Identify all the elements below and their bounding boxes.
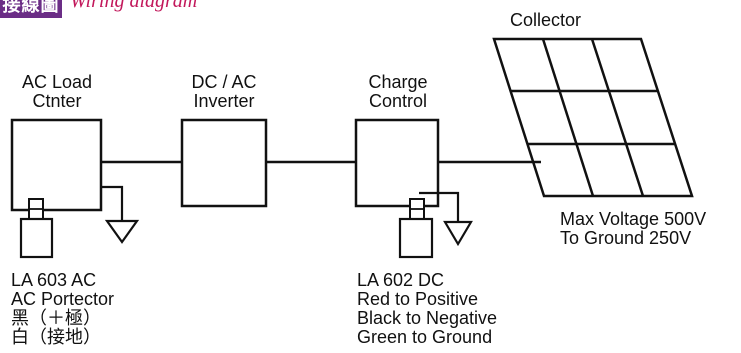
ac-load-label-line1: AC Load — [21, 72, 93, 92]
ground-symbol-dc — [419, 191, 473, 247]
ac-load-label: AC Load Ctnter — [12, 73, 102, 111]
la602-note-line3: Black to Negative — [357, 308, 498, 328]
ac-load-center-box — [10, 118, 103, 212]
la602-note-line1: LA 602 DC — [357, 270, 445, 290]
inverter-label: DC / AC Inverter — [178, 73, 270, 111]
la603-note: LA 603 AC AC Portector 黑（＋極） 白（接地） — [11, 271, 114, 347]
inverter-box — [180, 118, 268, 208]
la603-note-line4: 白（接地） — [11, 327, 101, 347]
title-subtitle: Wiring diagram — [70, 0, 198, 12]
la602-note-line4: Green to Ground — [357, 327, 493, 347]
charge-control-label-line1: Charge — [368, 72, 428, 92]
charge-control-label: Charge Control — [352, 73, 444, 111]
inverter-label-line1: DC / AC — [191, 72, 257, 92]
collector-label: Collector — [510, 10, 582, 30]
title-badge: 接線圖 — [0, 0, 62, 18]
la603-note-line1: LA 603 AC — [11, 270, 97, 290]
voltage-note: Max Voltage 500V To Ground 250V — [560, 210, 706, 248]
la602-note: LA 602 DC Red to Positive Black to Negat… — [357, 271, 497, 347]
voltage-note-line2: To Ground 250V — [560, 228, 692, 248]
ground-symbol-ac — [101, 185, 140, 244]
solar-collector-panel — [492, 37, 694, 198]
voltage-note-line1: Max Voltage 500V — [560, 209, 707, 229]
la603-note-line2: AC Portector — [11, 289, 115, 309]
ac-load-label-line2: Ctnter — [32, 91, 82, 111]
charge-control-box — [354, 118, 440, 208]
la602-note-line2: Red to Positive — [357, 289, 479, 309]
inverter-label-line2: Inverter — [193, 91, 255, 111]
la602-arrester-device — [398, 198, 434, 259]
la603-note-line3: 黑（＋極） — [11, 308, 101, 328]
charge-control-label-line2: Control — [368, 91, 428, 111]
la603-arrester-device — [19, 198, 54, 259]
